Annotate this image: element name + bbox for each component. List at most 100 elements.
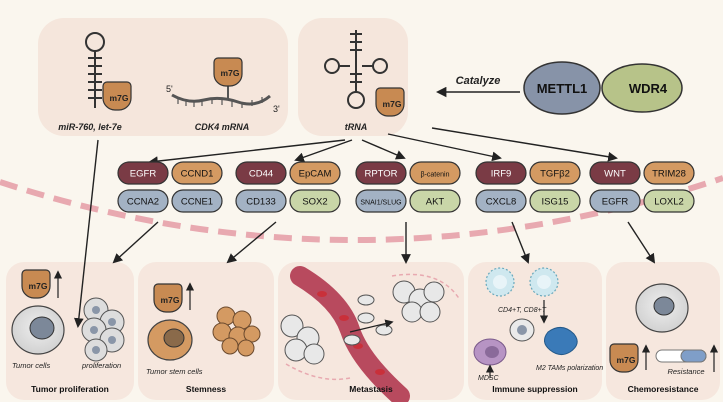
stem-cell-cluster-icon — [212, 306, 261, 357]
mrna-strand-icon — [171, 93, 271, 106]
proliferation-label: proliferation — [81, 361, 121, 370]
target-pill — [643, 161, 695, 185]
mirna-label: miR-760, let-7e — [58, 122, 122, 132]
target-pill-label: WNT — [604, 169, 626, 180]
trna-label: tRNA — [345, 122, 368, 132]
mrna-3prime-label: 3' — [273, 104, 280, 114]
m7g-badge-text: m7G — [29, 281, 48, 291]
metastatic-cells-right-icon — [392, 280, 445, 323]
wdr4-shape — [601, 63, 683, 113]
target-pill — [171, 161, 223, 185]
arrow-trna-group5 — [431, 127, 618, 162]
mettl1-label: METTL1 — [537, 81, 588, 96]
target-pill — [117, 161, 169, 185]
panel-title-immune: Immune suppression — [492, 384, 578, 394]
m2-label: M2 TAMs polarization — [536, 365, 603, 372]
m7g-badge-text: m7G — [221, 68, 240, 78]
panel-title-metastasis: Metastasis — [349, 384, 393, 394]
arrow-trna-group2 — [294, 139, 353, 162]
target-pill-label: EGFR — [602, 197, 629, 208]
tumor-cells-label: Tumor cells — [12, 361, 50, 370]
nucleus-icon — [29, 316, 55, 340]
arrow-trna-group1 — [148, 139, 346, 166]
target-pill — [529, 189, 581, 213]
arrow-group5-chemo — [627, 221, 656, 264]
target-pill — [171, 189, 223, 213]
t-cells-icon — [485, 267, 559, 297]
target-pill-label: RPTOR — [364, 169, 397, 180]
target-pill — [589, 189, 641, 213]
tcells-label: CD4+T, CD8+T — [498, 307, 547, 314]
target-pill — [643, 189, 695, 213]
m7g-badge-text: m7G — [383, 99, 402, 109]
target-pill-label: SOX2 — [302, 197, 327, 208]
m7g-badge-text: m7G — [161, 295, 180, 305]
metastatic-cells-left-icon — [280, 314, 325, 365]
m7g-badge-mrna: m7G — [213, 57, 243, 87]
membrane-dash-right — [391, 273, 461, 301]
resistance-label: Resistance — [667, 367, 704, 376]
target-pill-label: AKT — [426, 197, 445, 208]
target-pill — [235, 189, 287, 213]
target-pill-label: TGFβ2 — [540, 169, 570, 180]
target-pill-label: EGFR — [130, 169, 157, 180]
arrow-trna-group4 — [387, 133, 502, 162]
mrna-5prime-label: 5' — [166, 84, 173, 94]
arrow-group2-stemness — [226, 221, 277, 264]
target-pill-label: LOXL2 — [654, 197, 684, 208]
target-pill — [529, 161, 581, 185]
target-pill-label: TRIM28 — [652, 169, 686, 180]
target-pill — [355, 161, 407, 185]
stem-cells-label: Tumor stem cells — [146, 367, 203, 376]
target-pill-label: IRF9 — [491, 169, 512, 180]
target-pill-label: β-catenin — [421, 172, 450, 179]
wdr4-label: WDR4 — [629, 81, 668, 96]
m7g-badge-mirna: m7G — [102, 81, 132, 111]
target-pill — [117, 189, 169, 213]
mettl1-shape — [523, 61, 601, 115]
target-pill — [289, 189, 341, 213]
target-pill — [475, 189, 527, 213]
mirna-hairpin-icon — [85, 32, 105, 108]
target-pill-label: SNAI1/SLUG — [360, 200, 401, 207]
arrow-trna-group3 — [361, 139, 406, 160]
target-pill-label: CD133 — [246, 197, 276, 208]
target-pill — [289, 161, 341, 185]
mrna-label: CDK4 mRNA — [195, 122, 250, 132]
m2-macrophage-icon — [544, 327, 578, 356]
panel-title-proliferation: Tumor proliferation — [31, 384, 109, 394]
catalyze-label: Catalyze — [456, 75, 501, 87]
target-pill — [409, 189, 461, 213]
target-pill — [589, 161, 641, 185]
arrow-group1-proliferation — [112, 221, 159, 264]
m7g-badge-chemo: m7G — [609, 343, 639, 373]
drug-capsule-icon — [655, 349, 707, 363]
migration-arrow — [349, 319, 394, 333]
panel-title-stemness: Stemness — [186, 384, 226, 394]
target-pill-label: CCNE1 — [181, 197, 213, 208]
arrow-group4-immune — [511, 221, 530, 264]
target-pill-label: CD44 — [249, 169, 273, 180]
trna-cloverleaf-icon — [324, 30, 388, 109]
target-pill-label: EpCAM — [299, 169, 332, 180]
m7g-badge-text: m7G — [617, 355, 636, 365]
stem-nucleus-icon — [163, 328, 185, 348]
m7g-badge-stemness: m7G — [153, 283, 183, 313]
top-panel-trna — [298, 18, 408, 136]
membrane-dash-left — [285, 363, 351, 381]
panel-title-chemo: Chemoresistance — [628, 384, 699, 394]
arrow-mirna-proliferation — [73, 139, 99, 328]
target-pill — [235, 161, 287, 185]
target-pill-label: ISG15 — [542, 197, 569, 208]
target-pill-label: CXCL8 — [486, 197, 517, 208]
top-panel-rna — [38, 18, 288, 136]
target-pill — [475, 161, 527, 185]
m7g-badge-text: m7G — [110, 93, 129, 103]
target-pill-label: CCNA2 — [127, 197, 159, 208]
m7g-badge-trna: m7G — [375, 87, 405, 117]
mdsc-label: MDSC — [478, 375, 500, 382]
target-pill — [355, 189, 407, 213]
